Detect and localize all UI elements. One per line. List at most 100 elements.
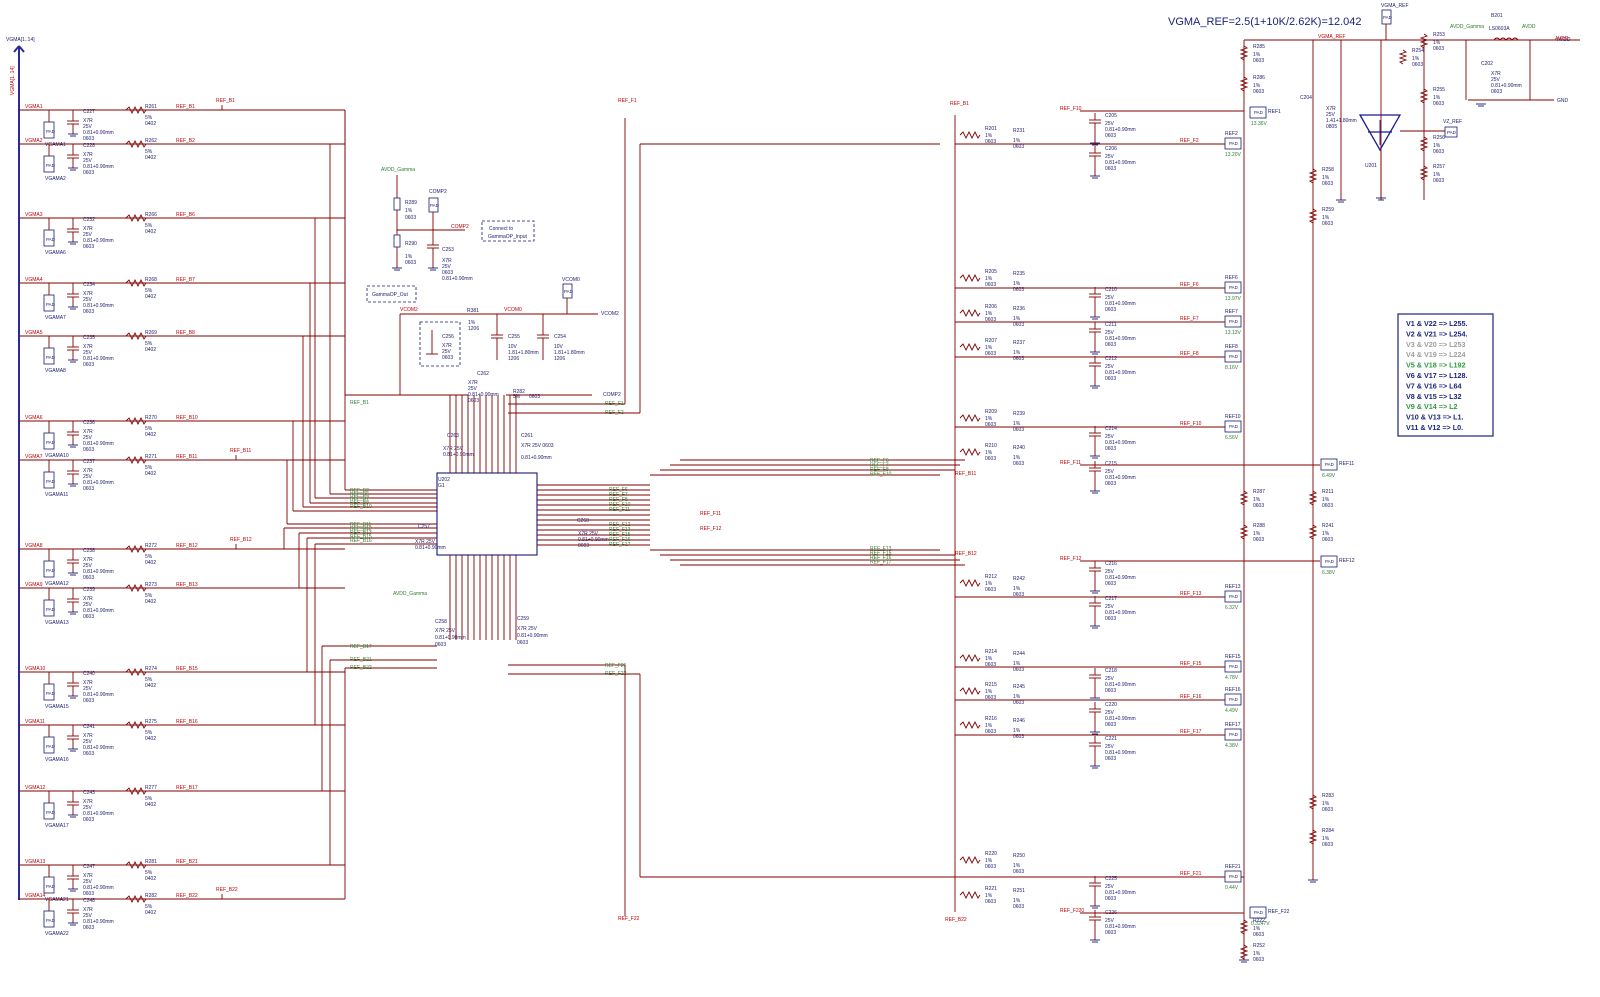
res-spec: 0603 — [1013, 592, 1024, 598]
ref-f-net-label: REF_F21 — [1180, 871, 1202, 877]
ref-pad[interactable] — [1224, 693, 1242, 706]
vgama-pad[interactable] — [43, 910, 55, 928]
vgama-pad[interactable] — [43, 802, 55, 820]
ref-pad[interactable] — [1320, 458, 1338, 471]
vgama-pad[interactable] — [43, 736, 55, 754]
res-ref: R285 — [1253, 44, 1265, 50]
ref-pad[interactable] — [1224, 870, 1242, 883]
resistor-zigzag — [959, 855, 981, 865]
vcom0-pad[interactable] — [562, 283, 573, 299]
cap-spec: 0603 — [1105, 896, 1116, 902]
vz-ref-pad[interactable] — [1444, 126, 1458, 138]
res-ref: R287 — [1253, 489, 1265, 495]
resistor-zigzag — [125, 416, 147, 426]
cap-spec: 0603 — [83, 925, 94, 931]
ref-pad[interactable] — [1224, 350, 1242, 363]
cap-spec: X7R — [83, 118, 93, 124]
vgama-pad[interactable] — [43, 121, 55, 139]
ref-pad[interactable] — [1249, 906, 1267, 919]
res-spec: 0603 — [1013, 144, 1024, 150]
vgama-pad[interactable] — [43, 876, 55, 894]
title: VGMA_REF=2.5(1+10K/2.62K)=12.042 — [1168, 16, 1362, 28]
vgama-pad[interactable] — [43, 294, 55, 312]
ref-pad-label: REF8 — [1225, 344, 1238, 350]
level-table-rows: V1 & V22 => L255.V2 & V21 => L254.V3 & V… — [1406, 319, 1468, 432]
res-spec: 1% — [1253, 497, 1261, 503]
ref-pad[interactable] — [1224, 660, 1242, 673]
vgama-pad[interactable] — [43, 683, 55, 701]
cap-ref: C221 — [1105, 736, 1117, 742]
svg-text:LS0603A: LS0603A — [1489, 26, 1510, 32]
ref-voltage: 8.16V — [1225, 365, 1239, 371]
ref-pad[interactable] — [1249, 106, 1267, 119]
res-spec: 5% — [145, 593, 153, 599]
comp2-pad[interactable] — [428, 197, 439, 213]
vgama-pad[interactable] — [43, 432, 55, 450]
u202-body[interactable] — [436, 472, 538, 556]
res-spec: 1% — [1433, 95, 1441, 101]
cap-spec: 25V — [83, 474, 93, 480]
ref-pad[interactable] — [1320, 555, 1338, 568]
res-spec: 0603 — [1253, 957, 1264, 963]
ref-pad[interactable] — [1224, 590, 1242, 603]
cap-spec: X7R — [83, 907, 93, 913]
ref-pad[interactable] — [1224, 728, 1242, 741]
ref-pad[interactable] — [1224, 137, 1242, 150]
cap-spec: 0.81+0.90mm — [1105, 475, 1136, 481]
cap-spec: X7R — [83, 429, 93, 435]
svg-text:U202: U202 — [438, 477, 450, 483]
ic-out-label: REF_F8 — [609, 497, 628, 503]
cap-spec: 0603 — [83, 751, 94, 757]
res-spec: 0603 — [1433, 178, 1444, 184]
vgama-pad[interactable] — [43, 471, 55, 489]
ref-pad[interactable] — [1224, 420, 1242, 433]
cap-spec: 0603 — [83, 486, 94, 492]
svg-text:PAD: PAD — [1447, 130, 1457, 135]
vgma-ref-pad[interactable] — [1381, 9, 1392, 25]
cap-spec: 0603 — [83, 698, 94, 704]
res-spec: 1% — [1013, 586, 1021, 592]
ref-pad[interactable] — [1224, 281, 1242, 294]
svg-text:C262: C262 — [477, 371, 489, 377]
vgama-pad[interactable] — [43, 229, 55, 247]
res-spec: 0603 — [1013, 427, 1024, 433]
svg-text:1.81+1.80mm: 1.81+1.80mm — [554, 350, 585, 356]
svg-text:C254: C254 — [554, 334, 566, 340]
ref-pad[interactable] — [1224, 315, 1242, 328]
cap-ref: C217 — [1105, 596, 1117, 602]
vgama-pad[interactable] — [43, 347, 55, 365]
svg-text:COMP2: COMP2 — [451, 224, 469, 230]
res-ref: R255 — [1433, 87, 1445, 93]
cap-spec: 25V — [83, 350, 93, 356]
res-spec: 5% — [145, 149, 153, 155]
ref-b-net-label: REF_B10 — [176, 415, 198, 421]
pad-text: PAD — [46, 129, 56, 134]
vgama-pad[interactable] — [43, 599, 55, 617]
resistor-zigzag — [125, 583, 147, 593]
svg-text:1206: 1206 — [554, 356, 565, 362]
resistor-zigzag — [1308, 829, 1318, 845]
cap-spec: 0603 — [1105, 581, 1116, 587]
mid-wiring: REF_B2REF_B6REF_B7REF_B8REF_B10REF_B11RE… — [283, 110, 437, 899]
cap-spec: 0.81+0.90mm — [1105, 716, 1136, 722]
res-ref: R253 — [1433, 32, 1445, 38]
res-spec: 0603 — [1253, 503, 1264, 509]
svg-text:1.81+1.80mm: 1.81+1.80mm — [508, 350, 539, 356]
vgma-ref-resistors: R2531%0603R2541%0603R2551%0603R2561%0603… — [1239, 32, 1445, 963]
res-ref: R275 — [145, 719, 157, 725]
ref-b-mid-label: REF_B15 — [350, 534, 372, 540]
svg-text:0603: 0603 — [442, 355, 453, 361]
ref-voltage: 0.44V — [1225, 885, 1239, 891]
svg-text:PAD: PAD — [1383, 15, 1393, 20]
res-spec: 1% — [1253, 531, 1261, 537]
cap-spec: 25V — [83, 124, 93, 130]
vgama-pad-label: VGAMA1 — [45, 142, 66, 148]
vgama-pad[interactable] — [43, 560, 55, 578]
vgama-pad[interactable] — [43, 155, 55, 173]
net-label: REF_B11 — [955, 471, 977, 477]
ref-pad-label: REF17 — [1225, 722, 1241, 728]
res-spec: 0603 — [985, 456, 996, 462]
level-table — [1397, 313, 1494, 437]
test-point-label: REF_B22 — [216, 887, 238, 893]
